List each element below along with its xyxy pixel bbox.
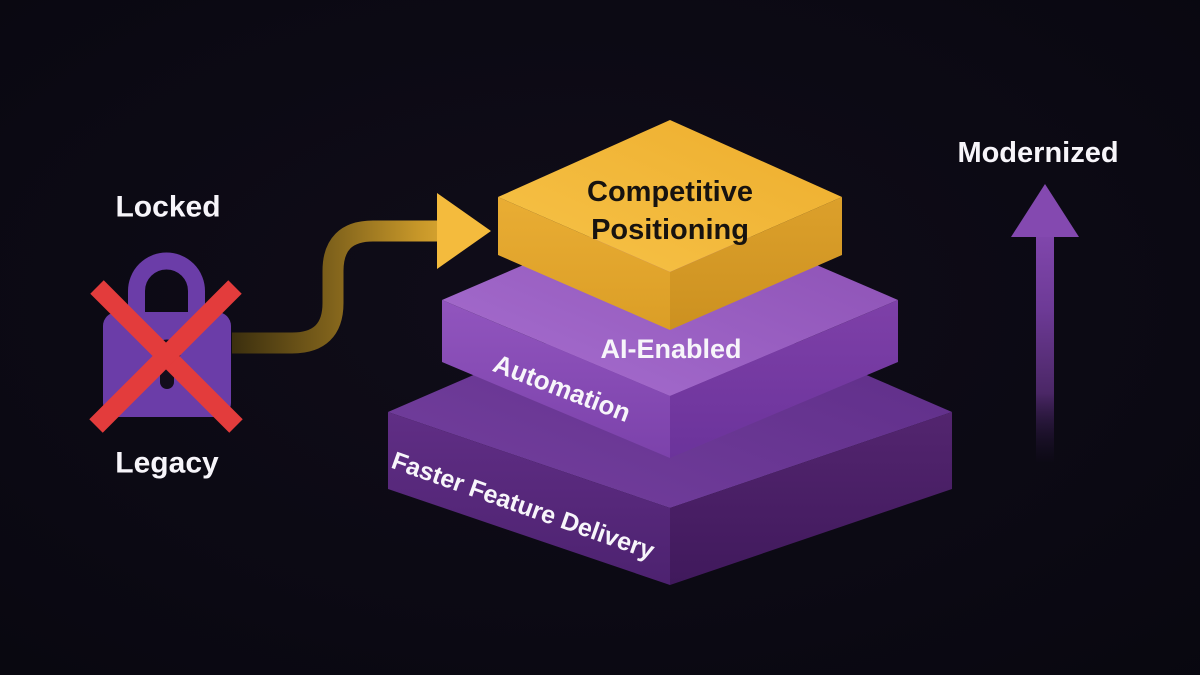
curved-arrow-shaft [232,220,439,354]
left-annotation: Locked Legacy [89,191,243,480]
up-arrow-icon [1011,184,1079,462]
tier-bottom-left-face [388,412,670,585]
padlock-shackle [128,252,205,318]
right-annotation: Modernized [957,137,1119,462]
tier-middle-label-top-face: AI-Enabled [600,334,741,364]
up-arrow-shaft [1036,226,1054,462]
tier-top-left-face [498,197,670,330]
red-cross-icon [89,280,243,433]
tier-top-top-face [498,120,842,272]
legacy-label: Legacy [115,447,219,480]
tier-top-label-line1: Competitive [587,176,753,208]
pyramid-tier-top: Competitive Positioning [498,120,842,330]
tier-top-right-face [670,197,842,330]
up-arrow-head [1011,184,1079,237]
modernized-label: Modernized [957,137,1118,169]
locked-label: Locked [115,191,220,224]
tier-bottom-right-face [670,412,952,585]
curved-right-arrow-icon [232,193,491,354]
curved-arrow-head [437,193,491,269]
tier-middle-right-face [670,300,898,458]
tier-top-label-line2: Positioning [591,214,749,246]
tier-middle-left-face [442,300,670,458]
cross-stroke-2 [89,280,242,433]
pyramid: Faster Feature Delivery AI-Enabled Autom… [388,120,952,585]
